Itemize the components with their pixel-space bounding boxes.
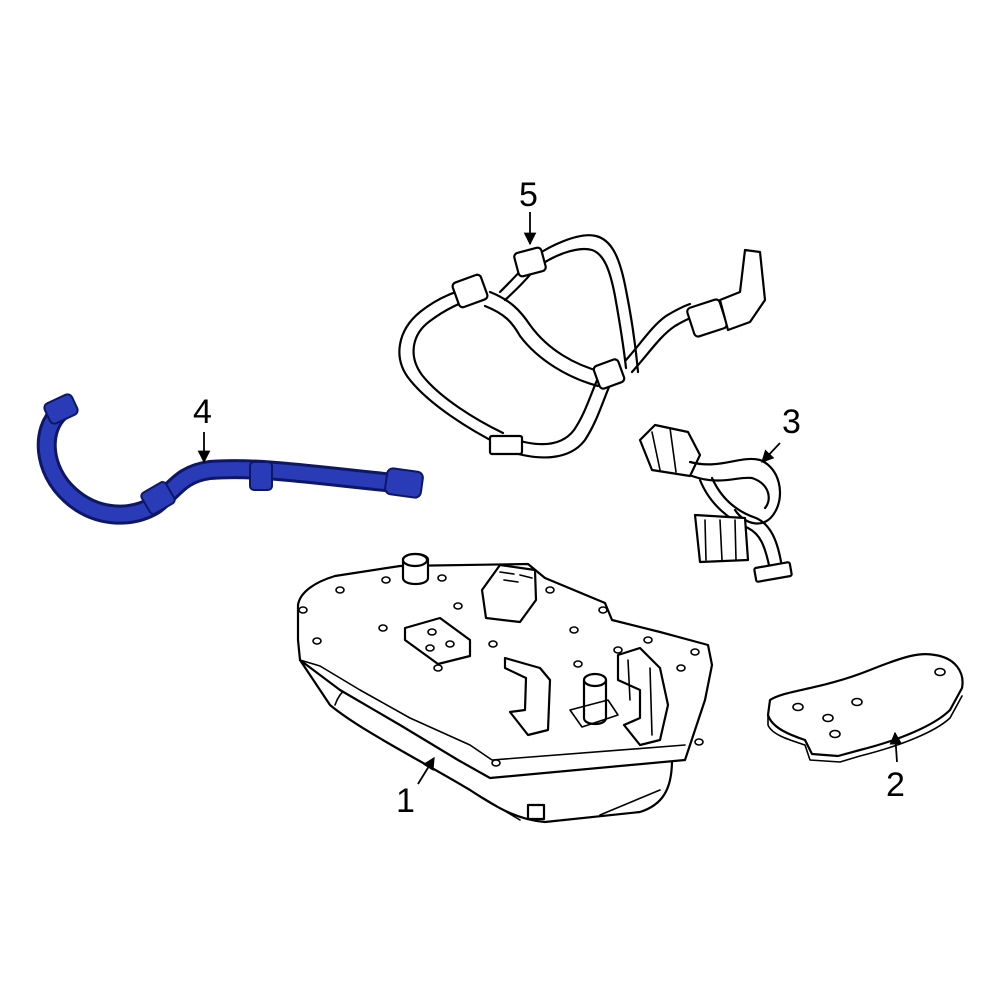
callout-label-4: 4 xyxy=(193,393,212,431)
part-5-wiring-harness[interactable] xyxy=(398,234,767,459)
callout-label-5: 5 xyxy=(519,176,538,214)
part-2-bracket[interactable] xyxy=(766,652,964,763)
callout-4: 4 xyxy=(193,393,212,464)
callout-5: 5 xyxy=(519,176,538,246)
callout-3: 3 xyxy=(761,403,801,463)
callout-label-3: 3 xyxy=(782,403,801,441)
callout-label-1: 1 xyxy=(396,782,415,820)
part-4-vacuum-hose[interactable] xyxy=(36,393,424,525)
part-1-control-module[interactable] xyxy=(296,552,714,824)
mounting-holes xyxy=(298,574,704,767)
callout-2: 2 xyxy=(886,731,905,804)
part-3-connector-harness[interactable] xyxy=(638,423,793,583)
callout-1: 1 xyxy=(396,756,435,820)
callout-label-2: 2 xyxy=(886,766,905,804)
